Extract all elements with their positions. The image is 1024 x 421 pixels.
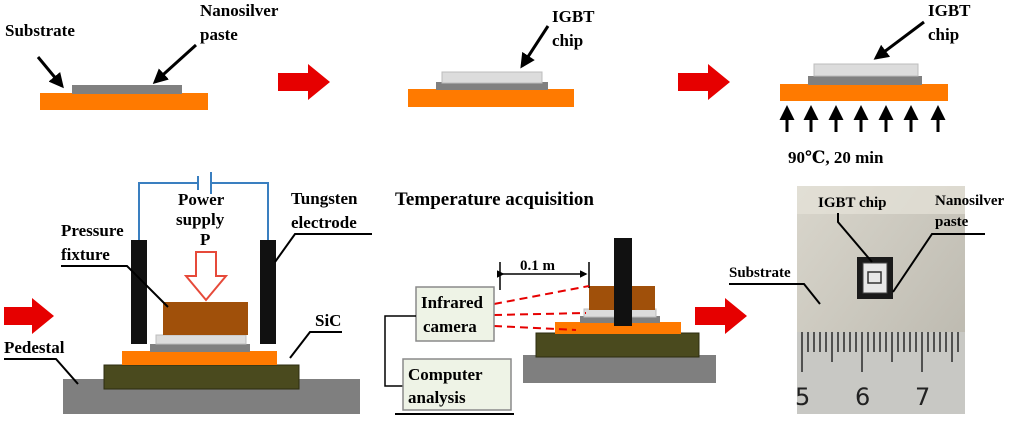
electrode-left: [131, 240, 147, 344]
photo-label-igbt: IGBT chip: [818, 195, 887, 211]
step1-paste: [72, 85, 182, 94]
flow-arrow-3: [4, 298, 54, 334]
step2-assembly: [408, 71, 574, 107]
flow-arrow-4: [695, 298, 747, 334]
ruler-body: [797, 332, 965, 414]
label-nanosilver: Nanosilver: [200, 1, 279, 20]
label-supply: supply: [176, 210, 225, 229]
label-igbt-2: IGBT: [928, 1, 971, 20]
pointer-chip-2: [873, 20, 925, 60]
acq-pedestal: [523, 355, 716, 383]
computer-analysis-box: [402, 358, 512, 411]
acq-sic-block: [535, 332, 700, 358]
photo-pointer-igbt: [837, 213, 873, 263]
electrode-right: [260, 240, 276, 344]
label-substrate: Substrate: [5, 21, 75, 40]
pointer-sic: [289, 331, 342, 359]
photo-substrate-edge: [797, 186, 965, 214]
power-wires: [138, 172, 269, 240]
pointer-paste: [152, 43, 198, 85]
label-computer: Computer: [408, 365, 483, 384]
ruler-label-5: 5: [795, 383, 810, 411]
step2-chip: [441, 71, 543, 84]
setup-paste: [150, 344, 250, 352]
pointer-fixture: [61, 265, 169, 308]
label-pedestal: Pedestal: [4, 338, 65, 357]
ruler-label-6: 6: [855, 383, 870, 411]
label-pressure: Pressure: [61, 221, 124, 240]
flow-arrow-1: [278, 64, 330, 100]
ruler-label-7: 7: [915, 383, 930, 411]
step3-paste: [808, 76, 922, 85]
label-igbt-1: IGBT: [552, 7, 595, 26]
photo-label-substrate: Substrate: [729, 265, 791, 281]
label-power: Power: [178, 190, 225, 209]
pointer-substrate: [36, 56, 64, 89]
label-paste: paste: [200, 25, 238, 44]
photo-label-paste: paste: [935, 214, 969, 230]
step1-substrate: [40, 93, 208, 110]
label-tungsten: Tungsten: [291, 189, 358, 208]
step3-substrate: [780, 84, 948, 101]
photo-chip: [862, 262, 888, 294]
sic-block: [103, 364, 300, 390]
distance-marker: [497, 262, 590, 290]
label-chip-1: chip: [552, 31, 583, 50]
photo-chip-pad: [867, 271, 882, 284]
label-sinter-condition: 90℃, 20 min: [788, 148, 884, 167]
pointer-pedestal: [4, 358, 79, 385]
step2-substrate: [408, 89, 574, 107]
label-distance: 0.1 m: [520, 258, 556, 274]
label-analysis: analysis: [408, 388, 466, 407]
step2-paste: [436, 82, 548, 90]
acq-substrate: [555, 322, 681, 334]
label-camera: camera: [423, 317, 477, 336]
setup-substrate: [122, 351, 277, 365]
infrared-camera-box: [415, 286, 495, 342]
pressure-fixture: [163, 302, 248, 335]
label-infrared: Infrared: [421, 293, 484, 312]
label-chip-2: chip: [928, 25, 959, 44]
label-temp-acquisition: Temperature acquisition: [395, 189, 594, 210]
pointer-tungsten: [274, 233, 372, 263]
photo-pointer-substrate: [729, 283, 821, 305]
label-p: P: [200, 230, 210, 249]
label-sic: SiC: [315, 311, 341, 330]
step3-chip: [813, 63, 919, 77]
acq-electrode: [614, 238, 632, 326]
pressure-arrows: [779, 105, 946, 132]
pressure-arrow: [183, 251, 229, 302]
step3-assembly: [780, 63, 948, 101]
flow-arrow-2: [678, 64, 730, 100]
setup-chip: [155, 334, 247, 345]
label-electrode: electrode: [291, 213, 357, 232]
photo-label-nanosilver: Nanosilver: [935, 193, 1005, 209]
sample-photo: 5 6 7: [795, 186, 965, 414]
step1-assembly: [40, 85, 208, 110]
label-fixture: fixture: [61, 245, 110, 264]
ruler-ticks: [801, 332, 959, 372]
camera-cable: [384, 315, 416, 387]
pointer-chip-1: [520, 25, 550, 69]
infrared-rays: [493, 285, 590, 331]
photo-pointer-paste: [892, 233, 985, 293]
